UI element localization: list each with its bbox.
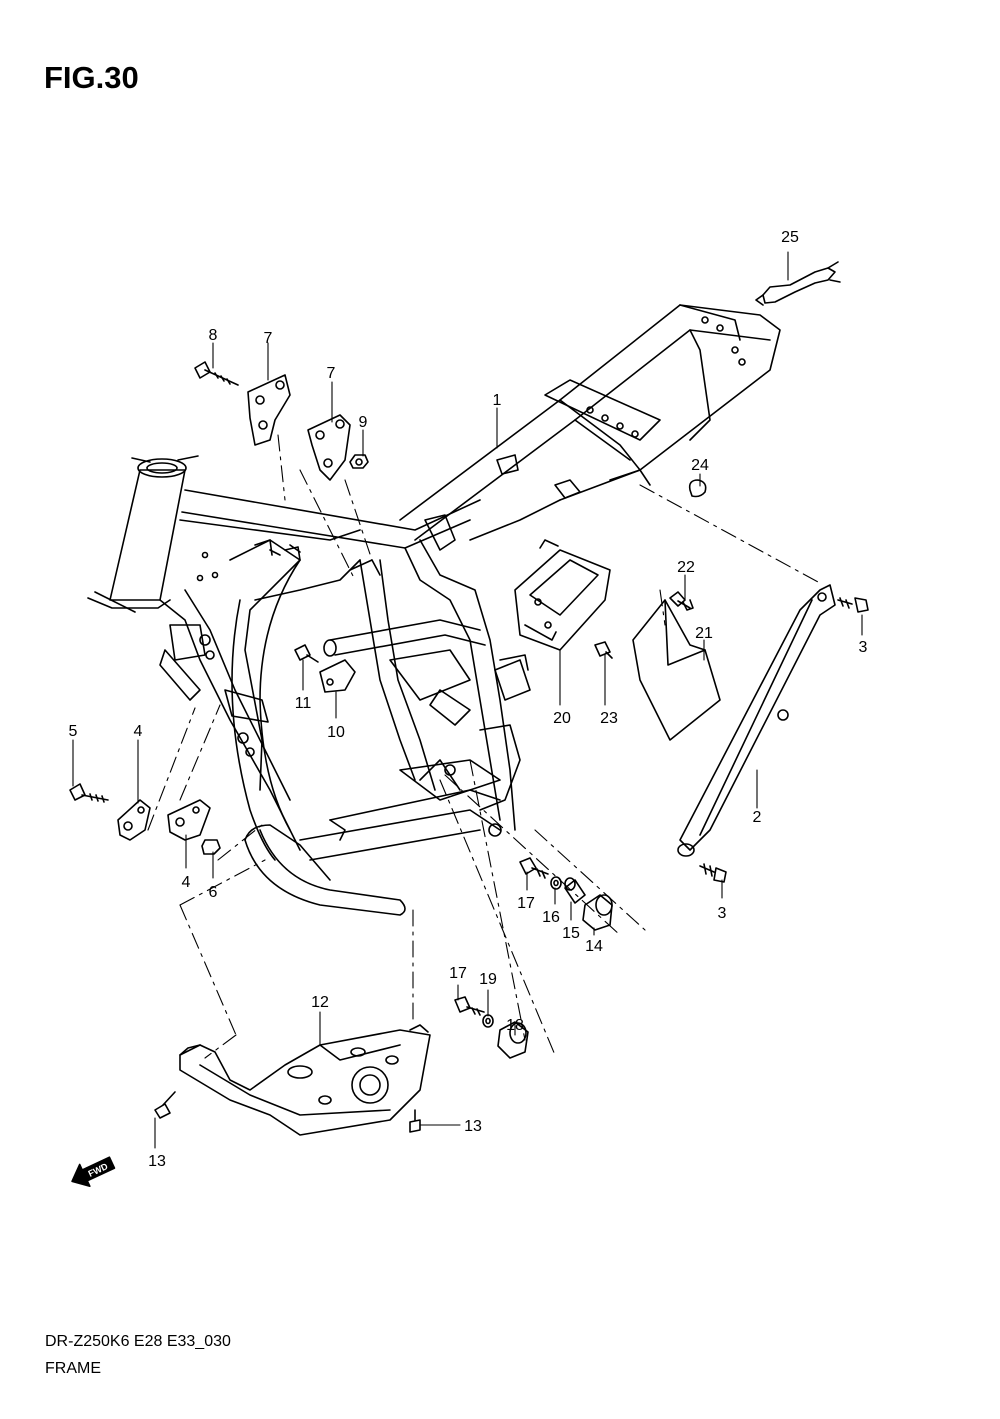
fasteners <box>69 261 869 1133</box>
callout-2: 2 <box>753 809 762 826</box>
callout-14: 14 <box>585 938 603 955</box>
callout-25: 25 <box>781 229 799 246</box>
callout-labels: 1 2 3 3 4 4 5 6 7 7 8 9 10 11 12 13 13 1… <box>69 229 868 1170</box>
main-frame <box>87 304 781 916</box>
callout-16: 16 <box>542 909 560 926</box>
callout-3b: 3 <box>718 905 727 922</box>
fwd-arrow-icon <box>71 1156 116 1188</box>
figure-title: FIG.30 <box>44 60 139 95</box>
callout-7b: 7 <box>327 365 336 382</box>
callout-20: 20 <box>553 710 571 727</box>
callout-23: 23 <box>600 710 618 727</box>
callout-15: 15 <box>562 925 580 942</box>
callout-4: 4 <box>134 723 143 740</box>
callout-9: 9 <box>359 414 368 431</box>
callout-18: 18 <box>506 1017 524 1034</box>
callout-19: 19 <box>479 971 497 988</box>
callout-13: 13 <box>464 1118 482 1135</box>
callout-17b: 17 <box>449 965 467 982</box>
callout-22: 22 <box>677 559 695 576</box>
brackets <box>117 374 356 841</box>
callout-24: 24 <box>691 457 709 474</box>
leader-lines <box>72 251 863 1149</box>
callout-5: 5 <box>69 723 78 740</box>
callout-13b: 13 <box>148 1153 166 1170</box>
callout-21: 21 <box>695 625 713 642</box>
rear-strut <box>677 584 836 857</box>
callout-12: 12 <box>311 994 329 1011</box>
callout-3: 3 <box>859 639 868 656</box>
callout-1: 1 <box>493 392 502 409</box>
callout-7: 7 <box>264 330 273 347</box>
callout-17: 17 <box>517 895 535 912</box>
tool-box <box>514 539 611 651</box>
side-cover <box>632 599 721 741</box>
section-name: FRAME <box>45 1360 101 1377</box>
model-code: DR-Z250K6 E28 E33_030 <box>45 1333 231 1350</box>
callout-10: 10 <box>327 724 345 741</box>
callout-4b: 4 <box>182 874 191 891</box>
callout-11: 11 <box>295 695 312 712</box>
callout-8: 8 <box>209 327 218 344</box>
skid-plate <box>179 1024 431 1136</box>
callout-6: 6 <box>209 884 218 901</box>
